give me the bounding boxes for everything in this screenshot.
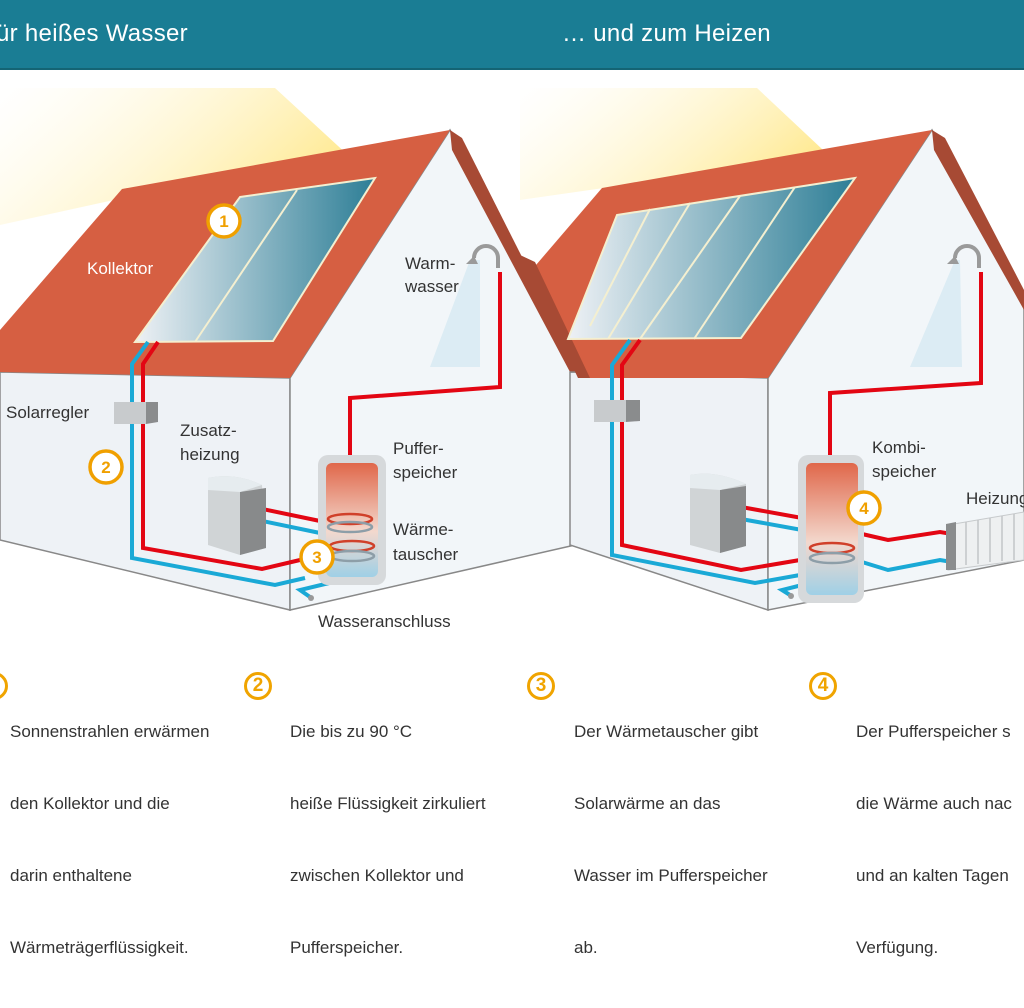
legend-4-line-3: und an kalten Tagen <box>856 866 1009 885</box>
legend-badge-1: 1 <box>0 672 8 700</box>
legend-1-line-3: darin enthaltene <box>10 866 132 885</box>
left-hot-pipe-warm-water <box>348 272 502 465</box>
legend-badge-2: 2 <box>244 672 272 700</box>
badge-2: 2 <box>88 449 124 485</box>
left-section-title: ür heißes Wasser <box>0 20 188 47</box>
label-solar-controller: Solarregler <box>6 403 89 422</box>
legend-3-line-1: Der Wärmetauscher gibt <box>574 722 759 741</box>
label-buffer-2: speicher <box>393 463 458 482</box>
left-aux-heater <box>208 476 266 555</box>
right-section-title: … und zum Heizen <box>562 20 771 47</box>
right-hot-pipe-warm-water <box>828 272 983 468</box>
label-buffer-1: Puffer- <box>393 439 444 458</box>
badge-3: 3 <box>299 539 335 575</box>
label-combi-1: Kombi- <box>872 438 926 457</box>
left-solar-controller <box>114 402 158 424</box>
label-collector: Kollektor <box>87 259 153 278</box>
legend-badge-4: 4 <box>809 672 837 700</box>
label-heating: Heizung <box>966 489 1024 508</box>
left-water-outlet <box>308 595 314 601</box>
legend-4-line-4: Verfügung. <box>856 938 939 957</box>
svg-text:1: 1 <box>219 212 228 231</box>
legend-2-line-3: zwischen Kollektor und <box>290 866 464 885</box>
left-house: Kollektor Warm- wasser Solarregler Zusat… <box>0 88 580 631</box>
legend-3-line-4: ab. <box>574 938 598 957</box>
right-roof-edge <box>932 130 1024 310</box>
left-shower-icon <box>430 244 500 367</box>
svg-text:3: 3 <box>312 548 321 567</box>
badge-4: 4 <box>846 490 882 526</box>
right-house: Kombi- speicher Heizung 4 <box>520 88 1024 612</box>
legend-2-line-4: Pufferspeicher. <box>290 938 404 957</box>
label-aux-heating-1: Zusatz- <box>180 421 237 440</box>
header-bar: ür heißes Wasser … und zum Heizen <box>0 0 1024 70</box>
solar-diagram: Kollektor Warm- wasser Solarregler Zusat… <box>0 88 1024 631</box>
legend-3-line-3: Wasser im Pufferspeicher <box>574 866 768 885</box>
left-hot-pipe-collector <box>141 340 301 572</box>
left-buffer-tank <box>318 455 386 585</box>
svg-text:4: 4 <box>859 499 869 518</box>
left-cold-pipe-collector <box>130 340 306 588</box>
left-sun-rays <box>0 88 375 225</box>
right-roof-edge-left <box>520 255 590 378</box>
legend-2-line-2: heiße Flüssigkeit zirkuliert <box>290 794 486 813</box>
legend-1-line-1: Sonnenstrahlen erwärmen <box>10 722 210 741</box>
svg-text:2: 2 <box>101 458 110 477</box>
right-water-outlet <box>788 593 794 599</box>
badge-1: 1 <box>206 203 242 239</box>
label-warm-water-1: Warm- <box>405 254 455 273</box>
right-radiator <box>946 511 1024 571</box>
legend-1-line-4: Wärmeträgerflüssigkeit. <box>10 938 189 957</box>
right-aux-heater <box>690 473 746 553</box>
label-heat-exchanger-1: Wärme- <box>393 520 453 539</box>
right-shower-icon <box>910 244 981 367</box>
label-aux-heating-2: heizung <box>180 445 240 464</box>
left-collector-panel <box>133 176 377 344</box>
label-combi-2: speicher <box>872 462 937 481</box>
label-water-connection: Wasseranschluss <box>318 612 451 631</box>
right-solar-controller <box>594 400 640 422</box>
legend-3-line-2: Solarwärme an das <box>574 794 721 813</box>
legend-badge-3: 3 <box>527 672 555 700</box>
right-cold-pipe-collector <box>610 338 801 586</box>
right-collector-panel <box>566 176 858 341</box>
legend-4-line-1: Der Pufferspeicher s <box>856 722 1011 741</box>
legend-4-line-2: die Wärme auch nac <box>856 794 1012 813</box>
legend-2-line-1: Die bis zu 90 °C <box>290 722 413 741</box>
label-heat-exchanger-2: tauscher <box>393 545 459 564</box>
label-warm-water-2: wasser <box>404 277 459 296</box>
right-hot-pipe-collector <box>620 338 801 573</box>
legend-1-line-2: den Kollektor und die <box>10 794 170 813</box>
right-combi-tank <box>798 455 864 603</box>
